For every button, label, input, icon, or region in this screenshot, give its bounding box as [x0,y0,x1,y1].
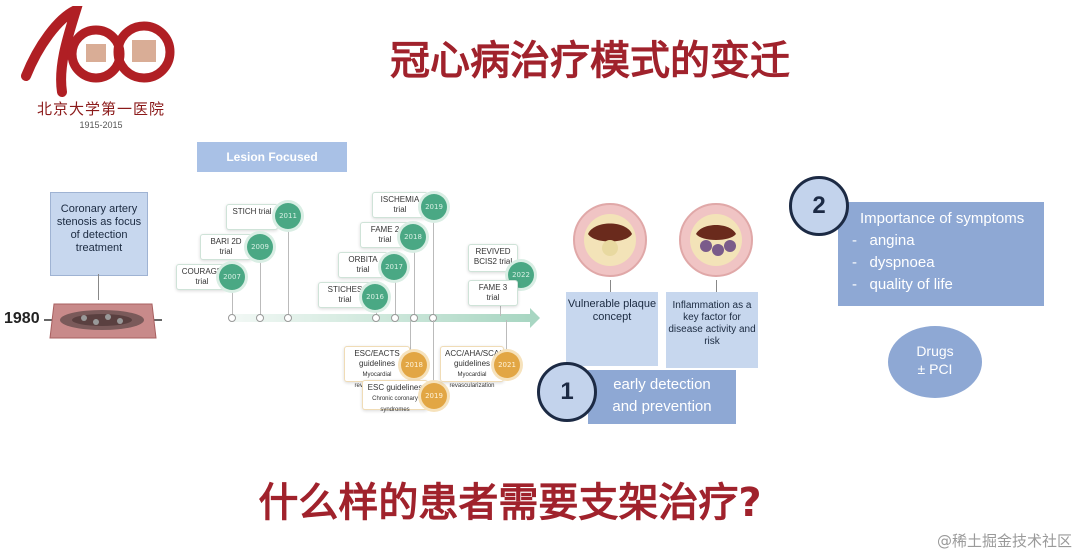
trial-name: STICH trial [232,207,272,216]
trial-year-badge: 2011 [275,203,301,229]
guideline-year-badge: 2021 [494,352,520,378]
guideline-sub: Chronic coronary syndromes [372,396,418,413]
question-heading: 什么样的患者需要支架治疗? [258,480,762,526]
drugs-pci-ellipse: Drugs ± PCI [888,326,982,398]
guideline-name: ESC guidelines [367,383,423,392]
trial-year-badge: 2017 [381,254,407,280]
trial-card: ISCHEMIA trial [372,192,428,218]
trial-name: ORBITA trial [348,255,378,274]
symptom-item: - angina [852,232,915,249]
early-detection-box: early detection and prevention [588,370,736,424]
trial-name: STICHES trial [327,285,363,304]
timeline-stem [288,222,289,316]
trial-year-badge: 2007 [219,264,245,290]
trial-card: STICH trial [226,204,278,230]
centenary-logo-mark [21,0,175,97]
vulnerable-plaque-illustration [573,203,647,277]
lesion-focused-text: Lesion Focused [226,150,318,164]
inflammation-text: Inflammation as a key factor for disease… [668,300,756,347]
symptom-item: - dyspnoea [852,254,935,271]
drugs-line1: Drugs [916,343,954,359]
guideline-card: ESC guidelines Chronic coronary syndrome… [362,380,428,413]
trial-card: ORBITA trial [338,252,388,278]
vulnerable-connector [610,280,611,292]
timeline-stem [500,300,501,316]
inflammation-connector [716,280,717,292]
early-detection-line1: early detection [613,376,711,393]
trial-name: FAME 3 trial [478,283,508,302]
artery-stenosis-illustration [44,303,162,339]
guideline-name: ACC/AHA/SCAI guidelines [445,349,502,368]
vulnerable-plaque-box: Vulnerable plaque concept [566,292,658,366]
timeline-tick [284,314,292,322]
logo-university-name: 北京大学第一医院 [36,100,165,118]
focus-box-text: Coronary artery stenosis as focus of det… [56,203,142,254]
trial-name: FAME 2 trial [370,225,400,244]
logo-years: 1915-2015 [79,120,123,130]
timeline-stem [433,220,434,318]
guideline-name: ESC/EACTS guidelines [354,349,400,368]
timeline-stem [395,278,396,318]
timeline-arrowhead [530,308,540,328]
trial-card: FAME 3 trial [468,280,518,306]
trial-name: REVIVED BCIS2 trial [473,247,513,266]
timeline-arrow [230,314,530,322]
trial-year-badge: 2016 [362,284,388,310]
timeline-stem [260,248,261,316]
timeline-tick [228,314,236,322]
timeline-stem [414,250,415,318]
vulnerable-plaque-text: Vulnerable plaque concept [567,298,657,323]
focus-connector [98,274,99,300]
guideline-sub: Myocardial revascularization [449,372,495,389]
marker-two: 2 [789,176,849,236]
timeline-tick [372,314,380,322]
lesion-focused-label: Lesion Focused [197,142,347,172]
trial-name: BARI 2D trial [210,237,242,256]
timeline-tick [410,314,418,322]
watermark: @稀土掘金技术社区 [936,532,1072,550]
symptom-text: angina [869,232,915,249]
marker-one: 1 [537,362,597,422]
guideline-year-badge: 2019 [421,383,447,409]
start-year: 1980 [4,310,40,327]
trial-year-badge: 2019 [421,194,447,220]
timeline-stem [232,286,233,316]
trial-name: ISCHEMIA trial [380,195,420,214]
inflammation-box: Inflammation as a key factor for disease… [666,292,758,368]
symptom-item: - quality of life [852,276,953,293]
guideline-year-badge: 2018 [401,352,427,378]
symptoms-box: Importance of symptoms - angina - dyspno… [838,202,1044,306]
trial-year-badge: 2018 [400,224,426,250]
symptoms-title: Importance of symptoms [860,210,1025,227]
early-detection-line2: and prevention [612,398,712,415]
trial-year-badge: 2009 [247,234,273,260]
focus-box: Coronary artery stenosis as focus of det… [50,192,148,276]
symptom-text: dyspnoea [869,254,935,271]
page-title: 冠心病治疗模式的变迁 [390,38,790,84]
drugs-line2: ± PCI [917,361,953,377]
symptom-text: quality of life [869,276,953,293]
guideline-card: ACC/AHA/SCAI guidelines Myocardial revas… [440,346,504,389]
timeline-tick [256,314,264,322]
hospital-logo: 北京大学第一医院 1915-2015 [18,0,178,130]
guideline-stem [433,320,434,382]
inflammation-illustration [679,203,753,277]
timeline-stem [376,306,377,318]
trial-card: BARI 2D trial [200,234,252,260]
guideline-stem [506,320,507,356]
timeline-tick [391,314,399,322]
guideline-stem [410,320,411,356]
trial-name: COURAGE trial [181,267,223,286]
